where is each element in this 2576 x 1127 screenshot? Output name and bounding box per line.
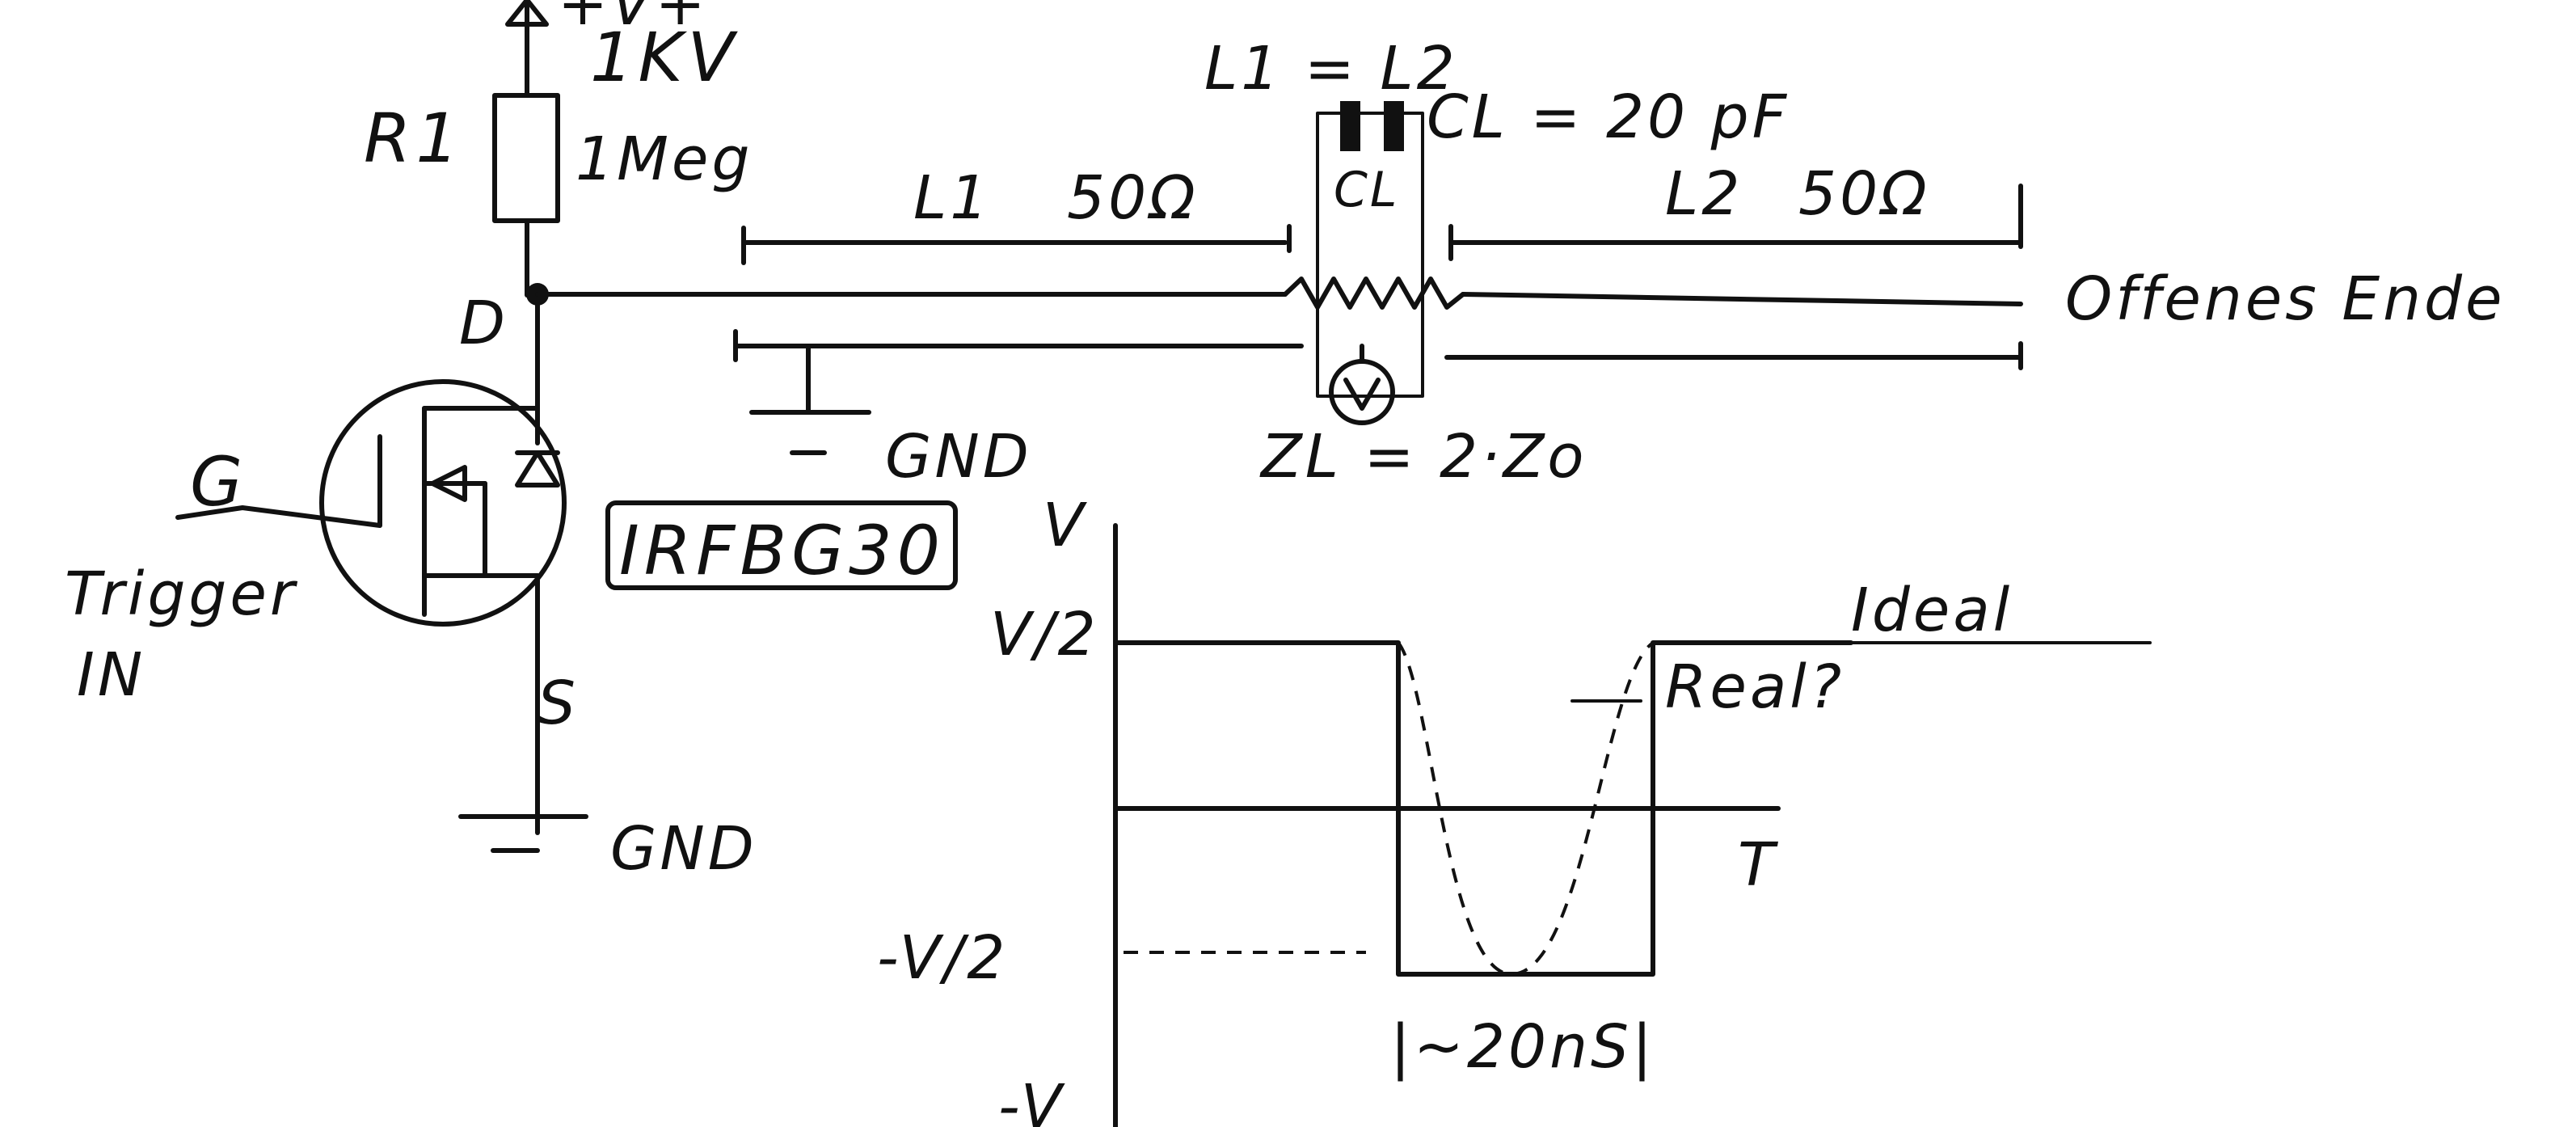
part-number-box: IRFBG30 bbox=[605, 500, 958, 590]
resistor-r1: R1 1Meg bbox=[364, 30, 753, 298]
line-l2 bbox=[1444, 184, 2023, 370]
pulse-width-label: |~20nS| bbox=[1390, 1012, 1655, 1082]
series-real-curve bbox=[1397, 641, 1655, 977]
x-axis-label: T bbox=[1738, 830, 1779, 900]
line1-impedance: 50Ω bbox=[1067, 163, 1199, 233]
trigger-line1: Trigger bbox=[65, 559, 298, 629]
gnd-line-symbol bbox=[749, 344, 871, 455]
supply-voltage: 1KV bbox=[590, 18, 739, 97]
drain-label: D bbox=[459, 289, 508, 358]
tick-minus-v: -V bbox=[998, 1072, 1065, 1127]
gnd-line-label: GND bbox=[885, 422, 1032, 492]
series-real-label: Real? bbox=[1665, 652, 1845, 722]
gnd-mosfet-label: GND bbox=[610, 814, 757, 884]
gnd-mosfet-symbol bbox=[458, 814, 588, 853]
part-number: IRFBG30 bbox=[619, 511, 945, 590]
source-label: S bbox=[538, 669, 579, 738]
resistor-name: R1 bbox=[364, 99, 464, 178]
line-l1 bbox=[535, 224, 1304, 362]
line2-name: L2 bbox=[1665, 159, 1743, 229]
equal-note: L1 = L2 bbox=[1204, 34, 1458, 103]
supply-node: +V+ 1KV bbox=[505, 0, 739, 97]
line2-impedance: 50Ω bbox=[1798, 159, 1930, 229]
tick-minus-v-half: -V/2 bbox=[877, 923, 1008, 993]
tick-v-half: V/2 bbox=[990, 600, 1099, 669]
gate-label: G bbox=[190, 442, 247, 521]
series-ideal-label: Ideal bbox=[1851, 576, 2013, 645]
coupling-cap-value: CL = 20 pF bbox=[1427, 82, 1790, 152]
resistor-value: 1Meg bbox=[575, 125, 753, 194]
coupling-section bbox=[1283, 101, 1465, 425]
open-end-label: Offenes Ende bbox=[2065, 264, 2506, 334]
y-axis-label: V bbox=[1043, 491, 1087, 560]
supply-node-label: +V+ bbox=[558, 0, 709, 39]
line1-name: L1 bbox=[913, 163, 991, 233]
series-ideal-line bbox=[1113, 640, 1853, 977]
trigger-line2: IN bbox=[77, 640, 145, 710]
load-note: ZL = 2·Zo bbox=[1259, 422, 1587, 492]
waveform-plot: V T V/2 -V/2 -V Ideal Real? |~20nS| bbox=[877, 491, 2152, 1127]
coupling-cap-label: CL bbox=[1334, 162, 1399, 218]
mosfet-symbol bbox=[175, 292, 567, 835]
